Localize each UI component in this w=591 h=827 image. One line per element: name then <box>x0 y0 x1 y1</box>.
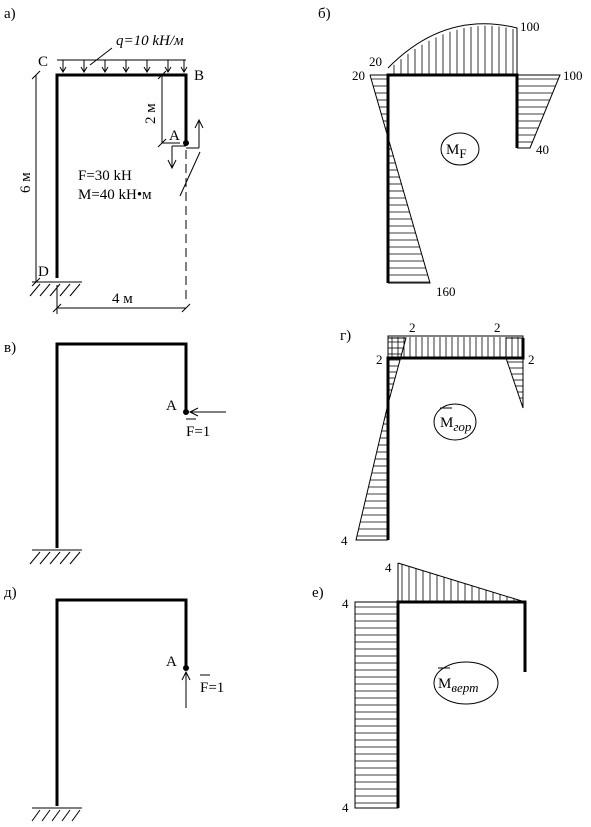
g-value-4: 4 <box>341 533 348 548</box>
g-value-2-a: 2 <box>409 320 416 335</box>
frame-d <box>55 598 188 806</box>
panel-a-letter: а) <box>4 6 16 22</box>
node-b-label: B <box>194 68 204 84</box>
panel-e: е) Mверт 4 4 4 <box>312 560 527 815</box>
e-value-4-top: 4 <box>385 560 392 575</box>
moment-beam-g <box>387 335 524 359</box>
moment-right-g <box>505 337 524 409</box>
moment-right-b <box>517 74 561 149</box>
unit-force-vertical-arrow <box>181 670 191 708</box>
fixed-support-a <box>29 281 82 297</box>
g-value-2-d: 2 <box>528 352 535 367</box>
panel-d: д) A F=1 <box>4 585 224 822</box>
mgor-label: Mгор <box>440 415 472 434</box>
moment-column-g <box>355 337 407 541</box>
dimension-6m <box>31 70 41 287</box>
node-a-label-v: A <box>166 398 177 414</box>
b-value-40: 40 <box>536 142 549 157</box>
dimension-4m <box>52 285 191 314</box>
fixed-support-d <box>31 807 82 822</box>
force-f-arrow <box>167 146 177 170</box>
b-value-100-top: 100 <box>520 19 540 34</box>
frame-b <box>386 73 519 283</box>
panel-a: а) q=10 kH/м C B D A <box>4 6 204 314</box>
parabola-b <box>387 23 518 75</box>
unit-force-label-v: F=1 <box>186 424 210 440</box>
point-a-dot-d <box>183 665 189 671</box>
dim-4m-label: 4 м <box>112 291 133 307</box>
moment-m-arrow <box>194 118 204 148</box>
dim-2m-label: 2 м <box>143 103 159 124</box>
unit-force-label-d: F=1 <box>200 680 224 696</box>
mvert-circle <box>433 661 499 705</box>
e-value-4-bottom: 4 <box>342 800 349 815</box>
g-value-2-b: 2 <box>494 320 501 335</box>
panel-v: в) A F=1 <box>4 340 226 565</box>
node-c-label: C <box>38 54 48 70</box>
point-a-dot <box>183 140 189 146</box>
e-value-4-left: 4 <box>342 596 349 611</box>
moment-m-label: M=40 kH•м <box>78 187 152 203</box>
b-value-100-right: 100 <box>563 68 583 83</box>
panel-d-letter: д) <box>4 585 17 601</box>
dimension-2m <box>157 70 180 148</box>
g-value-2-c: 2 <box>376 352 383 367</box>
mf-circle <box>440 132 480 166</box>
panel-b: б) MF 20 20 100 100 40 160 <box>318 6 583 299</box>
frame-g <box>386 338 525 540</box>
hatch-b <box>371 25 559 283</box>
panel-g-letter: г) <box>340 328 351 344</box>
distributed-load <box>57 47 188 73</box>
unit-force-horizontal-arrow <box>188 407 226 417</box>
force-f-label: F=30 kH <box>78 168 132 184</box>
b-value-160: 160 <box>436 284 456 299</box>
hatch-e <box>355 564 522 804</box>
node-a-label-d: A <box>166 654 177 670</box>
dim-6m-label: 6 м <box>18 172 34 193</box>
b-value-20-top: 20 <box>369 54 382 69</box>
b-value-20-left: 20 <box>352 68 365 83</box>
moment-column-b <box>369 74 431 284</box>
panel-v-letter: в) <box>4 340 16 356</box>
node-d-label: D <box>38 264 49 280</box>
mgor-circle <box>433 403 477 441</box>
mvert-label: Mверт <box>438 676 478 695</box>
panel-e-letter: е) <box>312 585 324 601</box>
node-a-label: A <box>169 128 180 144</box>
frame-a <box>55 73 188 278</box>
moment-beam-e <box>397 562 526 603</box>
point-a-dot-v <box>183 409 189 415</box>
mf-label: MF <box>446 142 467 161</box>
frame-v <box>55 342 188 548</box>
load-q-label: q=10 kH/м <box>116 33 184 49</box>
moment-column-e <box>354 601 399 809</box>
frame-e <box>396 600 527 808</box>
panel-g: г) Mгор 2 2 2 2 4 <box>340 320 535 548</box>
fixed-support-v <box>29 549 82 565</box>
panel-b-letter: б) <box>318 6 331 22</box>
